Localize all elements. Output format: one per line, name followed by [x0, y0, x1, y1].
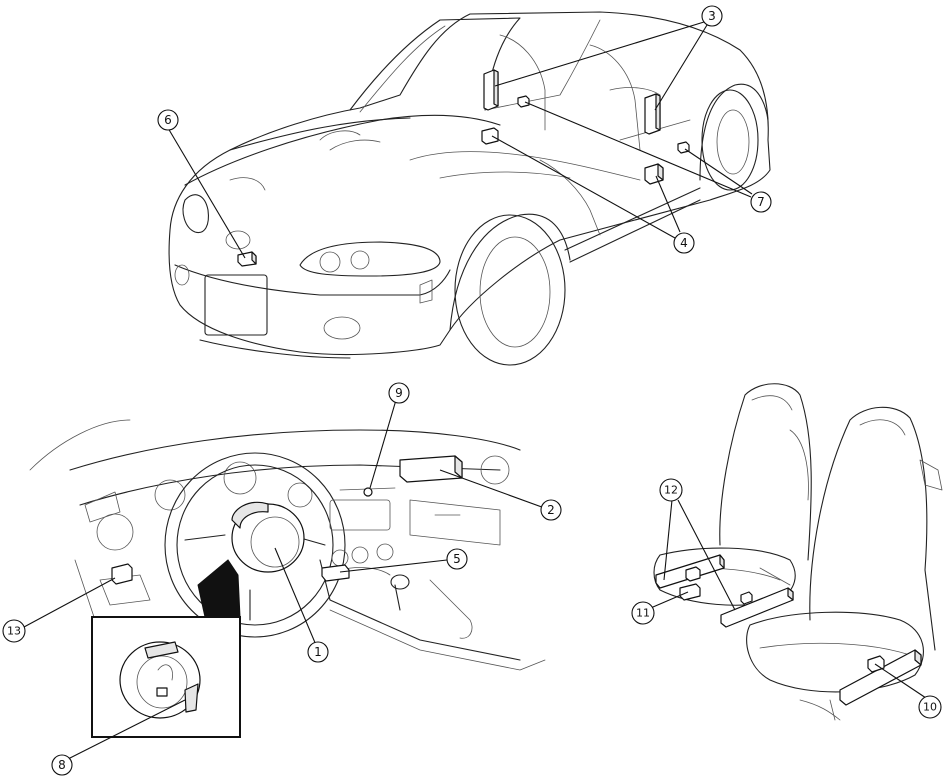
side-air-bag-sensor-right — [677, 141, 690, 154]
callout-8: 8 — [51, 754, 73, 776]
callout-11: 11 — [631, 601, 655, 625]
seat-side-rail-sensor — [839, 649, 922, 706]
callout-11-label: 11 — [636, 607, 650, 620]
side-airbag-module-right — [644, 93, 661, 135]
dashboard-illustration — [29, 419, 546, 691]
car-illustration — [168, 11, 771, 366]
passenger-airbag-module — [399, 455, 463, 483]
seat-weight-sensor-unit-right — [644, 163, 664, 185]
callout-10-label: 10 — [923, 701, 937, 714]
callout-9: 9 — [388, 382, 410, 404]
callout-6: 6 — [157, 109, 179, 131]
callout-13: 13 — [2, 619, 26, 643]
passenger-airbag-deactivation-indicator — [363, 487, 373, 497]
callout-5: 5 — [446, 548, 468, 570]
seat-side-rail-block — [867, 655, 885, 673]
seat-weight-sensor-unit-left — [481, 127, 499, 145]
side-airbag-module-left — [483, 69, 499, 111]
callout-5-label: 5 — [453, 552, 461, 566]
clock-spring-inset — [91, 559, 241, 738]
seat-track-position-sensor — [679, 583, 701, 601]
seat-weight-sensor-block-2 — [740, 591, 753, 605]
callout-3-label: 3 — [708, 9, 716, 23]
callout-6-label: 6 — [164, 113, 172, 127]
callout-8-label: 8 — [58, 758, 66, 772]
car-components — [237, 69, 690, 267]
callout-12-label: 12 — [664, 484, 678, 497]
callout-7-label: 7 — [757, 195, 765, 209]
callout-4-label: 4 — [680, 236, 688, 250]
side-air-bag-sensor-left — [517, 95, 530, 108]
seat-weight-sensor-block — [685, 566, 701, 582]
seat-belt-pretensioner-rail — [720, 587, 794, 628]
callout-4: 4 — [673, 232, 695, 254]
driver-knee-airbag-module — [111, 563, 133, 585]
callout-1-label: 1 — [314, 645, 322, 659]
seat-components — [655, 554, 922, 706]
callout-7: 7 — [750, 191, 772, 213]
callout-2-label: 2 — [547, 503, 555, 517]
leader-lines — [23, 21, 927, 760]
dashboard-components — [111, 455, 463, 585]
callout-12: 12 — [659, 478, 683, 502]
callout-1: 1 — [307, 641, 329, 663]
callout-13-label: 13 — [7, 625, 21, 638]
callout-10: 10 — [918, 695, 942, 719]
callout-2: 2 — [540, 499, 562, 521]
front-crash-zone-sensor — [237, 251, 257, 267]
callout-9-label: 9 — [395, 386, 403, 400]
callout-3: 3 — [701, 5, 723, 27]
sas-unit — [321, 564, 350, 582]
